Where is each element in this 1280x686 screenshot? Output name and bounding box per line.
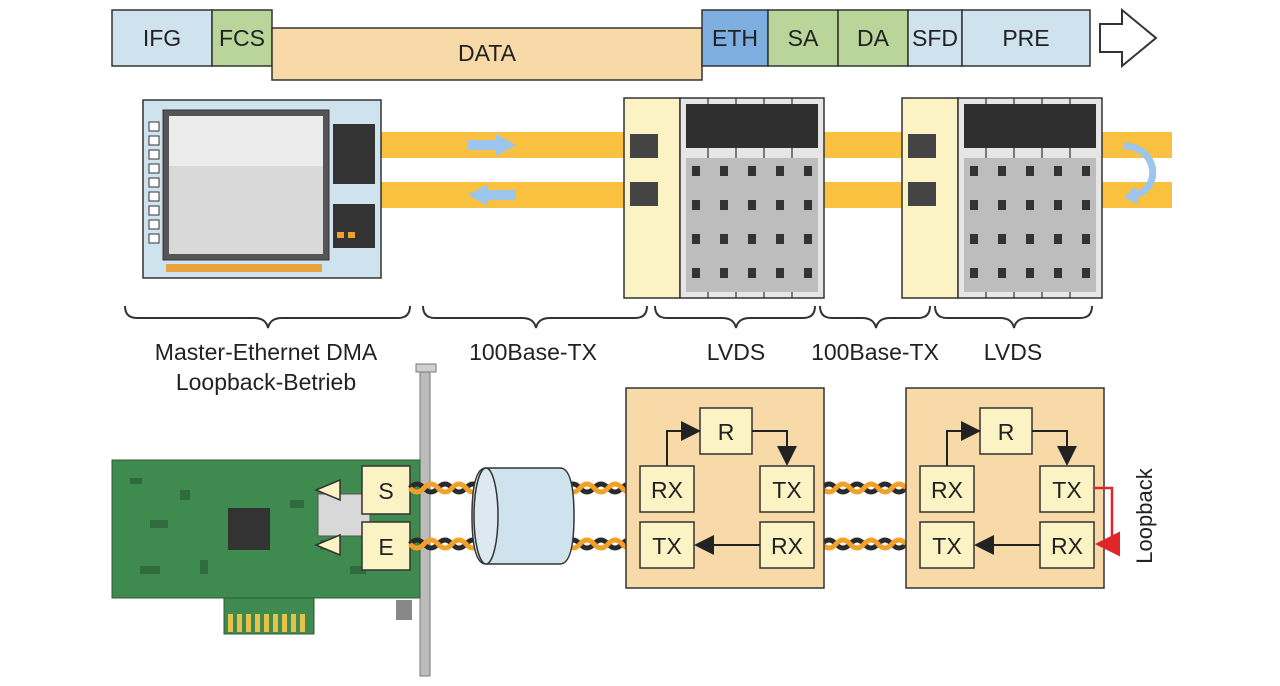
- frame-label-pre: PRE: [1002, 25, 1049, 51]
- hmi-left-buttons: [148, 121, 160, 244]
- node2-repeater-box: [979, 407, 1033, 455]
- label-100base-tx-2: 100Base-TX: [811, 339, 939, 365]
- node2-rx-top-label: RX: [931, 477, 963, 503]
- frame-label-sa: SA: [788, 25, 819, 51]
- frame-label-sfd: SFD: [912, 25, 958, 51]
- node2-tx-bottom-label: TX: [932, 533, 961, 559]
- master-hmi-device: [142, 99, 382, 279]
- loop-return-icon: [1123, 142, 1157, 200]
- node1-rx-bottom-label: RX: [771, 533, 803, 559]
- frame-field-fcs: [211, 9, 273, 67]
- node1-rx-top: [639, 465, 695, 513]
- rj45-port-icon: [630, 182, 658, 206]
- cable-coupler: [471, 467, 575, 565]
- node1-rx-top-label: RX: [651, 477, 683, 503]
- node2-repeater-label: R: [998, 419, 1015, 445]
- rj45-port-icon: [908, 134, 936, 158]
- node2-rx-bottom-label: RX: [1051, 533, 1083, 559]
- label-lvds-2: LVDS: [984, 339, 1042, 365]
- node2-tx-bottom: [919, 521, 975, 569]
- label-lvds-1: LVDS: [707, 339, 765, 365]
- frame-label-eth: ETH: [712, 25, 758, 51]
- arrow-right-icon: [468, 134, 516, 156]
- frame-field-sa: [767, 9, 839, 67]
- io-rack-2: [901, 97, 1103, 299]
- lvds-node-1: R RX TX TX RX: [625, 387, 825, 589]
- rj45-port-icon: [630, 134, 658, 158]
- frame-label-ifg: IFG: [143, 25, 181, 51]
- loopback-label: Loopback: [1132, 467, 1157, 563]
- rx-triangle-icon: [314, 533, 341, 557]
- node1-repeater-label: R: [718, 419, 735, 445]
- lvds-node-2: R RX TX TX RX: [905, 387, 1105, 589]
- hmi-keypad-leds: [337, 232, 355, 238]
- label-master-line2: Loopback-Betrieb: [176, 369, 356, 395]
- frame-label-data: DATA: [458, 40, 517, 66]
- rj45-port-icon: [908, 182, 936, 206]
- tx-triangle-icon: [314, 478, 341, 502]
- node1-tx-bottom-label: TX: [652, 533, 681, 559]
- frame-label-da: DA: [857, 25, 890, 51]
- nic-receive-label: E: [378, 534, 393, 560]
- network-interface-card: [111, 363, 437, 677]
- nic-send-label: S: [378, 478, 393, 504]
- node1-tx-top-label: TX: [772, 477, 801, 503]
- frame-field-ifg: [111, 9, 213, 67]
- hmi-keypad-top: [333, 124, 375, 184]
- node1-tx-bottom: [639, 521, 695, 569]
- frame-field-data: [271, 27, 703, 81]
- label-master-line1: Master-Ethernet DMA: [155, 339, 378, 365]
- loopback-connector: [1094, 486, 1120, 557]
- nic-bracket: [419, 363, 431, 677]
- twisted-pair-cables: [408, 481, 908, 551]
- nic-chip: [228, 508, 270, 550]
- segment-braces: [124, 305, 1093, 329]
- frame-field-pre: [961, 9, 1091, 67]
- node1-tx-top: [759, 465, 815, 513]
- frame-label-fcs: FCS: [219, 25, 265, 51]
- hmi-keypad-bottom: [333, 204, 375, 248]
- frame-field-da: [837, 9, 909, 67]
- node2-tx-top-label: TX: [1052, 477, 1081, 503]
- frame-direction-arrow: [1099, 7, 1158, 69]
- hmi-bottom-strip: [166, 264, 322, 272]
- node1-rx-bottom: [759, 521, 815, 569]
- frame-field-sfd: [907, 9, 963, 67]
- label-100base-tx-1: 100Base-TX: [469, 339, 597, 365]
- loop-return-arrowhead: [1124, 186, 1138, 205]
- arrow-left-icon: [468, 184, 516, 206]
- ethernet-frame: IFG FCS DATA ETH SA DA SFD PRE: [111, 7, 1158, 81]
- nic-receive-box: [361, 521, 411, 571]
- io-rack-1: [623, 97, 825, 299]
